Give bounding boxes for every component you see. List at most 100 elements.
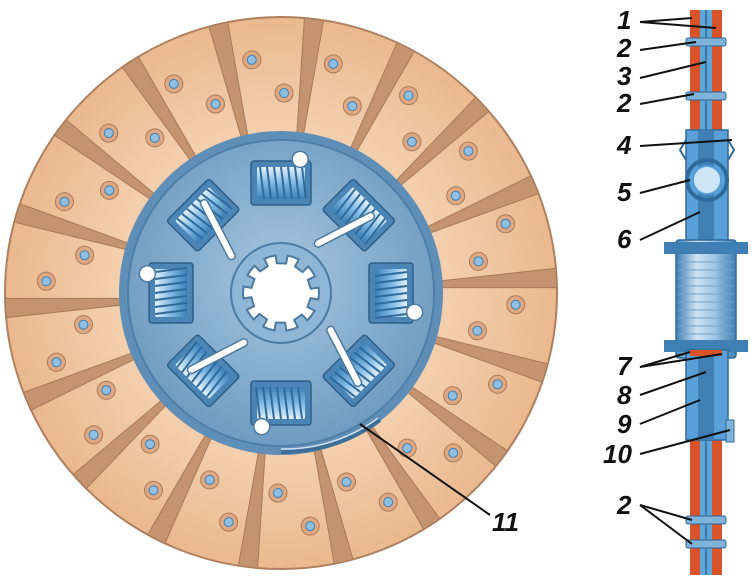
- clutch-disc-front-view: [4, 16, 558, 570]
- spring-coil-turn: [176, 341, 198, 368]
- rivet-head: [210, 99, 221, 110]
- spring-coil-turn: [339, 193, 361, 221]
- rivet-head: [88, 429, 99, 440]
- plate-slot: [201, 200, 235, 259]
- rivet-head: [406, 136, 417, 147]
- rivet-head: [383, 497, 394, 508]
- rivet-head: [347, 101, 358, 112]
- spring-coil-turn: [181, 213, 209, 235]
- label-11: 11: [492, 507, 519, 537]
- spring-coil-turn: [329, 376, 356, 398]
- rivet-head: [101, 385, 112, 396]
- rivet-head: [246, 54, 257, 65]
- spring-coil-turn: [280, 166, 286, 200]
- damper-spring: [250, 380, 312, 426]
- rivet-head: [473, 256, 484, 267]
- spring-coil-turn: [294, 166, 300, 200]
- rivet-head: [450, 190, 461, 201]
- label-6: 6: [617, 224, 632, 254]
- side-rivets: [685, 37, 727, 549]
- spring-coil-turn: [374, 299, 408, 305]
- plate-hole: [291, 150, 309, 169]
- spring-coil-turn: [259, 166, 265, 200]
- hub-spline-lines: [678, 261, 734, 335]
- rivet-head: [472, 325, 483, 336]
- rivet-head: [402, 443, 413, 454]
- spring-coil-turn: [301, 166, 307, 200]
- spring-coil-turn: [287, 166, 293, 200]
- rivet-head: [223, 517, 234, 528]
- splined-hub-bore: [241, 254, 321, 332]
- spring-coil-turn: [374, 306, 408, 312]
- spring-coil-turn: [374, 285, 408, 291]
- spring-coil-turn: [269, 386, 275, 420]
- spring-coil-turn: [176, 217, 204, 240]
- spring-coil-turn: [206, 188, 233, 210]
- rivet-head: [149, 132, 160, 143]
- lining-left-lower: [690, 360, 700, 575]
- plate-hole: [253, 417, 271, 436]
- plate-hole: [405, 303, 424, 321]
- spring-coil-turn: [201, 365, 223, 393]
- spring-coil-turn: [154, 295, 188, 301]
- spring-coil-turn: [205, 370, 228, 398]
- rivet-head: [78, 319, 89, 330]
- rivet-head: [59, 196, 70, 207]
- plate-slot: [327, 327, 361, 386]
- label-1: 1: [617, 5, 631, 35]
- balance-plate-arc-inner: [280, 417, 379, 450]
- spring-coil-turn: [266, 166, 272, 200]
- rivet-head: [204, 474, 215, 485]
- spring-coil-turn: [283, 386, 289, 420]
- damper-spring-section-inner: [692, 165, 722, 195]
- spring-coil-turn: [374, 292, 408, 298]
- label-4: 4: [616, 130, 632, 160]
- lining-right-lower: [712, 360, 722, 575]
- label-2-middle: 2: [616, 88, 632, 118]
- rivet-head: [463, 146, 474, 157]
- spring-coil-turn: [334, 371, 361, 393]
- spring-coil-turn: [359, 213, 381, 240]
- rivet-head: [104, 185, 115, 196]
- rivet-head: [103, 128, 114, 139]
- damper-spring: [368, 262, 414, 324]
- spring-coil-turn: [364, 218, 386, 245]
- rivet-head: [448, 447, 459, 458]
- hub-flange-bottom: [664, 340, 748, 352]
- spring-coil-turn: [154, 309, 188, 315]
- rivet-head: [51, 357, 62, 368]
- rivet-head: [145, 439, 156, 450]
- spring-coil-turn: [358, 346, 386, 369]
- rivet-head: [500, 218, 511, 229]
- rivet-head: [279, 88, 290, 99]
- spring-coil-turn: [186, 208, 214, 230]
- spring-coil-turn: [374, 278, 408, 284]
- spring-coil-turn: [154, 267, 188, 273]
- spring-coil-turn: [201, 193, 228, 215]
- spring-coil-turn: [154, 288, 188, 294]
- damper-spring: [148, 262, 194, 324]
- spring-coil-turn: [348, 356, 376, 378]
- plate-slot: [315, 213, 374, 247]
- rivet-head: [510, 299, 521, 310]
- label-10: 10: [603, 439, 632, 469]
- hub-flange-top: [664, 242, 748, 254]
- rivet-head: [79, 250, 90, 261]
- spring-coil-turn: [290, 386, 296, 420]
- spring-coil-turn: [353, 351, 381, 373]
- rivet-head: [148, 485, 159, 496]
- part-number-labels: 1 2 3 2 4 5 6 7 8 9 10 2 11: [492, 5, 633, 537]
- rivet-head: [41, 276, 52, 287]
- label-5: 5: [617, 177, 632, 207]
- label-7: 7: [617, 351, 633, 381]
- label-9: 9: [617, 409, 632, 439]
- spring-coil-turn: [273, 166, 279, 200]
- rivet-head: [403, 90, 414, 101]
- friction-washer: [690, 350, 722, 356]
- spring-coil-turn: [262, 386, 268, 420]
- lining-segments: [4, 17, 558, 569]
- spring-coil-turn: [276, 386, 282, 420]
- rivet-head: [272, 487, 283, 498]
- damper-springs: [148, 160, 414, 426]
